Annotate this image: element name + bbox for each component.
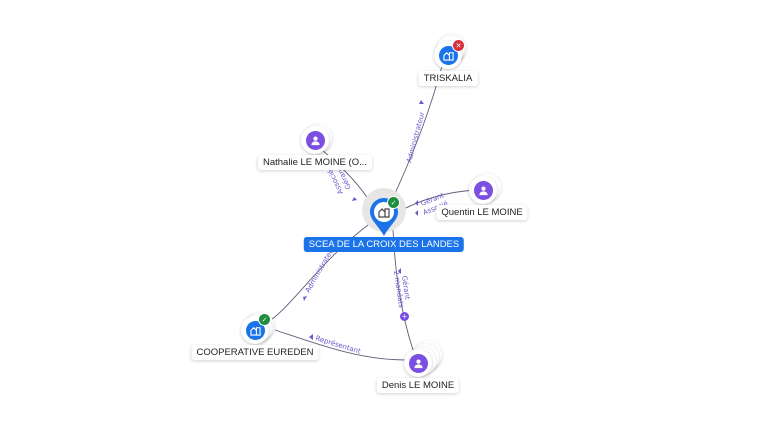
arrow-nathalie <box>352 197 357 201</box>
edge-cooperative-main <box>265 221 373 324</box>
node-triskalia[interactable]: ✕ <box>434 39 465 69</box>
node-label-nathalie[interactable]: Nathalie LE MOINE (O... <box>257 155 373 170</box>
node-cooperative[interactable]: ✓ <box>241 313 271 344</box>
arrow-triskalia <box>419 100 424 104</box>
arrow-quentin-2 <box>415 210 418 216</box>
arrow-quentin-1 <box>415 200 418 206</box>
edge-label-cooperative: Administrateur <box>304 245 337 294</box>
node-label-main[interactable]: SCEA DE LA CROIX DES LANDES <box>303 237 465 252</box>
edge-label-triskalia: Administrateur <box>405 111 426 164</box>
building-icon <box>245 320 265 340</box>
node-label-cooperative[interactable]: COOPERATIVE EUREDEN <box>191 345 319 360</box>
node-label-quentin[interactable]: Quentin LE MOINE <box>436 205 528 220</box>
expand-plus-icon[interactable]: + <box>400 312 409 321</box>
person-icon <box>473 180 493 200</box>
edge-denis-cooperative <box>274 329 406 361</box>
person-icon <box>305 130 325 150</box>
arrow-cooperative <box>303 296 307 301</box>
arrow-representant <box>309 334 313 340</box>
node-nathalie[interactable] <box>301 126 329 154</box>
node-label-denis[interactable]: Denis LE MOINE <box>376 378 460 393</box>
active-check-icon: ✓ <box>258 313 271 326</box>
arrow-denis <box>398 268 401 274</box>
node-main[interactable]: ✓ <box>369 196 400 242</box>
node-quentin[interactable] <box>469 176 497 204</box>
active-check-icon: ✓ <box>387 196 400 209</box>
person-icon <box>408 353 428 373</box>
edge-label-denis-1: Gérant <box>400 275 411 300</box>
node-denis[interactable] <box>404 349 432 377</box>
closed-x-icon: ✕ <box>452 39 465 52</box>
node-label-triskalia[interactable]: TRISKALIA <box>418 71 478 86</box>
building-icon <box>438 45 458 65</box>
